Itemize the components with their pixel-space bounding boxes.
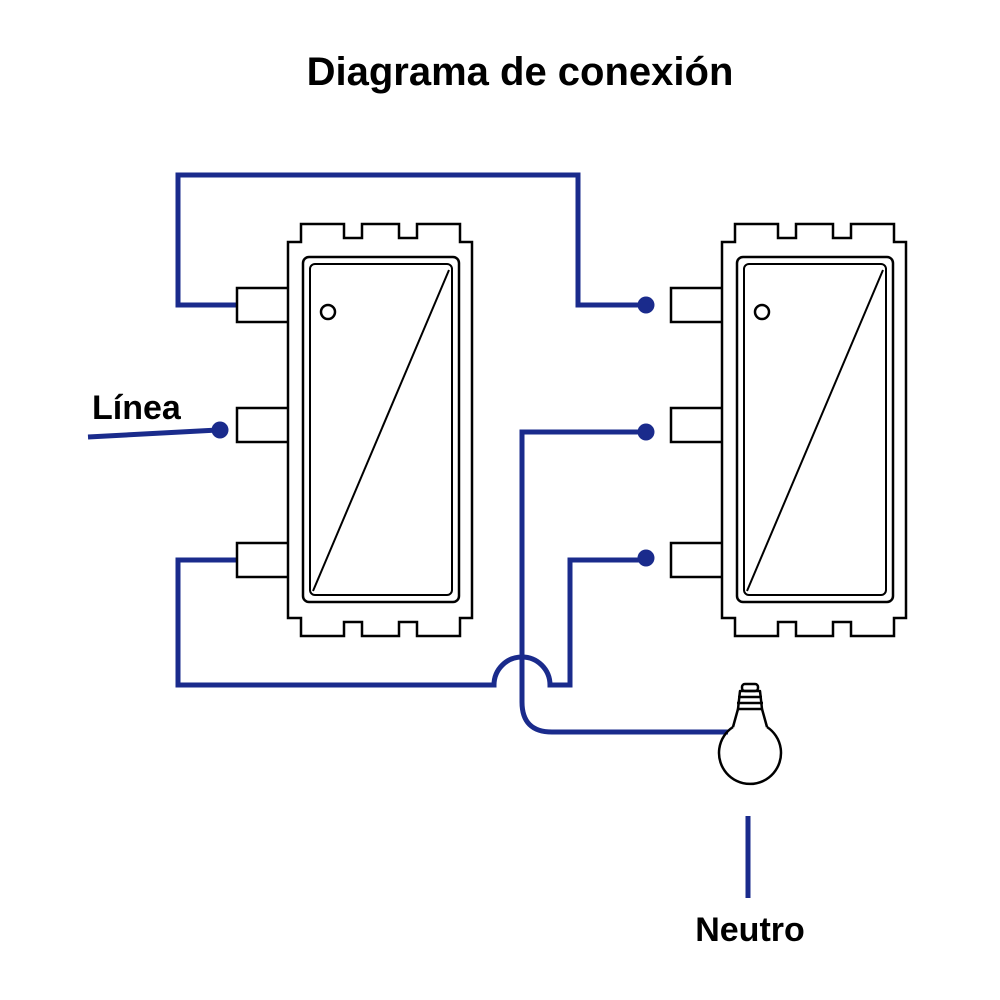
light-bulb-icon <box>717 682 783 786</box>
junction-dots <box>211 296 655 567</box>
junction-dot-linea <box>211 421 229 439</box>
junction-dot-right-top <box>637 296 655 314</box>
rocker-indicator-dot <box>319 303 337 321</box>
bulb-neck <box>731 708 769 728</box>
junction-dot-right-bottom <box>637 549 655 567</box>
bulb-base <box>736 689 764 711</box>
switch-module-right <box>669 222 908 638</box>
bulb-glass <box>717 725 783 786</box>
linea-label: Línea <box>92 389 182 427</box>
wire-lamp-feed <box>519 429 728 735</box>
neutro-label: Neutro <box>695 911 805 949</box>
wires <box>87 172 751 898</box>
diagram-title: Diagrama de conexión <box>307 50 734 94</box>
terminal-middle <box>235 406 293 444</box>
terminal-top <box>235 286 293 324</box>
switch-module-left <box>235 222 474 638</box>
terminal-bottom <box>235 541 293 579</box>
rocker-diagonal <box>312 269 450 592</box>
wire-linea-feed <box>87 427 219 440</box>
junction-dot-right-middle <box>637 423 655 441</box>
rocker-inner <box>309 263 453 596</box>
wire-top-loop <box>175 172 640 308</box>
